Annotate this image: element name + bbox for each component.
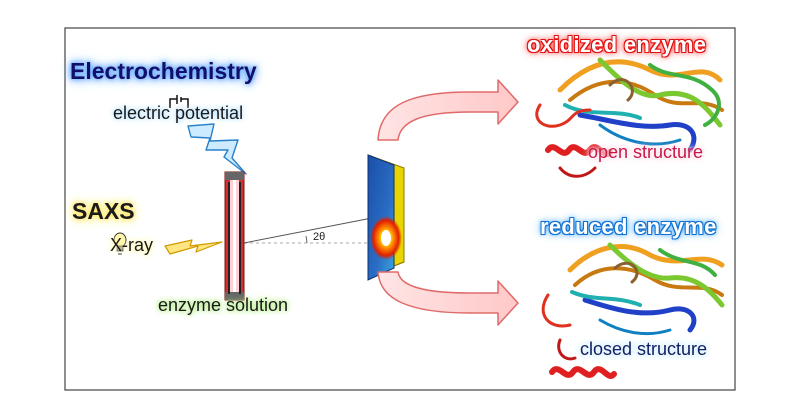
bulb-icon (113, 232, 127, 255)
xray-label: X-ray (110, 235, 154, 255)
enzyme-solution-label: enzyme solution (158, 295, 289, 315)
electrochemistry-title: Electrochemistry (70, 58, 257, 84)
electric-potential-label: electric potential (113, 103, 244, 123)
open-structure-label: open structure (588, 142, 704, 162)
arrow-to-oxidized (377, 79, 519, 141)
potential-source-icon (169, 95, 189, 108)
scattering-angle-label: 2θ (313, 231, 326, 243)
scattered-ray-line (243, 217, 373, 244)
protein-structure-icon (541, 242, 725, 379)
protein-structure-icon (535, 57, 724, 178)
detector-icon (367, 154, 405, 281)
lightning-bolt-icon (187, 123, 247, 175)
xray-bolt-icon (164, 239, 223, 255)
arrow-to-reduced (377, 271, 519, 326)
saxs-title: SAXS (72, 198, 135, 224)
diagram-frame (64, 27, 736, 391)
sample-cell (224, 171, 245, 301)
angle-arc (305, 235, 308, 244)
oxidized-enzyme-title: oxidized enzyme (527, 32, 707, 57)
reduced-enzyme-title: reduced enzyme (540, 214, 717, 239)
closed-structure-label: closed structure (580, 339, 708, 359)
